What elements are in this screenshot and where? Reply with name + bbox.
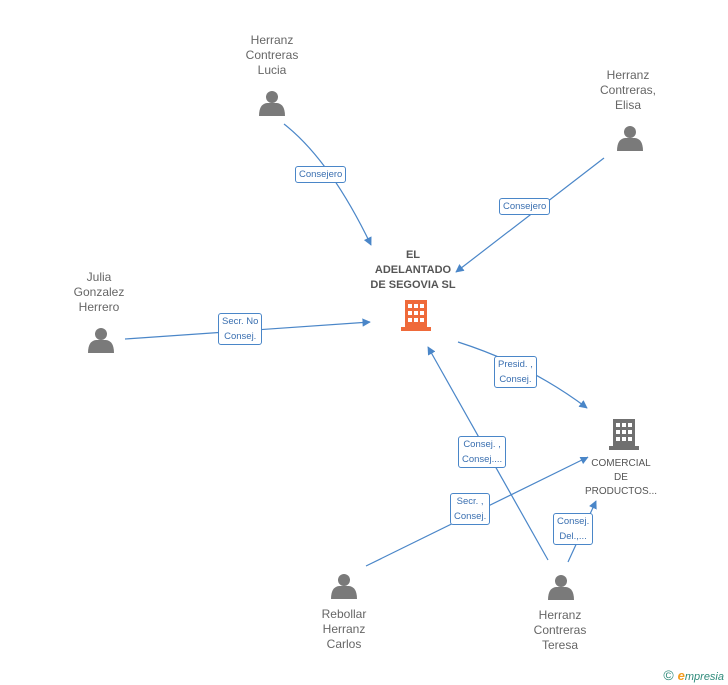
edge-badge-julia[interactable]: Secr. No Consej. bbox=[218, 313, 263, 345]
person-label-julia[interactable]: Julia Gonzalez Herrero bbox=[73, 270, 125, 314]
person-icon-lucia[interactable] bbox=[259, 91, 285, 116]
edge-elisa-to-company bbox=[455, 157, 605, 273]
person-label-elisa[interactable]: Herranz Contreras, Elisa bbox=[599, 68, 657, 112]
person-label-carlos[interactable]: Rebollar Herranz Carlos bbox=[321, 607, 367, 651]
brand-name: mpresia bbox=[684, 671, 724, 683]
edge-badge-teresa-comercial[interactable]: Consej. Del.,... bbox=[553, 513, 594, 545]
copyright-icon: © bbox=[663, 667, 674, 683]
company-label-comercial[interactable]: COMERCIAL DE PRODUCTOS... bbox=[584, 458, 658, 497]
edge-badge-elisa[interactable]: Consejero bbox=[499, 198, 551, 215]
brand-e: e bbox=[677, 668, 685, 683]
edge-badge-carlos-comercial[interactable]: Secr. , Consej. bbox=[450, 493, 491, 525]
edge-badge-lucia[interactable]: Consejero bbox=[295, 166, 347, 183]
company-label-main[interactable]: EL ADELANTADO DE SEGOVIA SL bbox=[370, 249, 456, 291]
person-label-lucia[interactable]: Herranz Contreras Lucia bbox=[245, 33, 299, 77]
edge-badge-main-to-comercial[interactable]: Presid. , Consej. bbox=[494, 356, 537, 388]
building-icon-main-company[interactable] bbox=[401, 300, 431, 331]
person-icon-teresa[interactable] bbox=[548, 575, 574, 600]
person-label-teresa[interactable]: Herranz Contreras Teresa bbox=[533, 608, 587, 652]
edge-badge-teresa-main[interactable]: Consej. , Consej.... bbox=[458, 436, 507, 468]
brand-logo: ©empresia bbox=[663, 667, 724, 683]
building-icon-comercial[interactable] bbox=[609, 419, 639, 450]
edge-lucia-to-company bbox=[283, 123, 372, 246]
person-icon-carlos[interactable] bbox=[331, 574, 357, 599]
person-icon-julia[interactable] bbox=[88, 328, 114, 353]
person-icon-elisa[interactable] bbox=[617, 126, 643, 151]
